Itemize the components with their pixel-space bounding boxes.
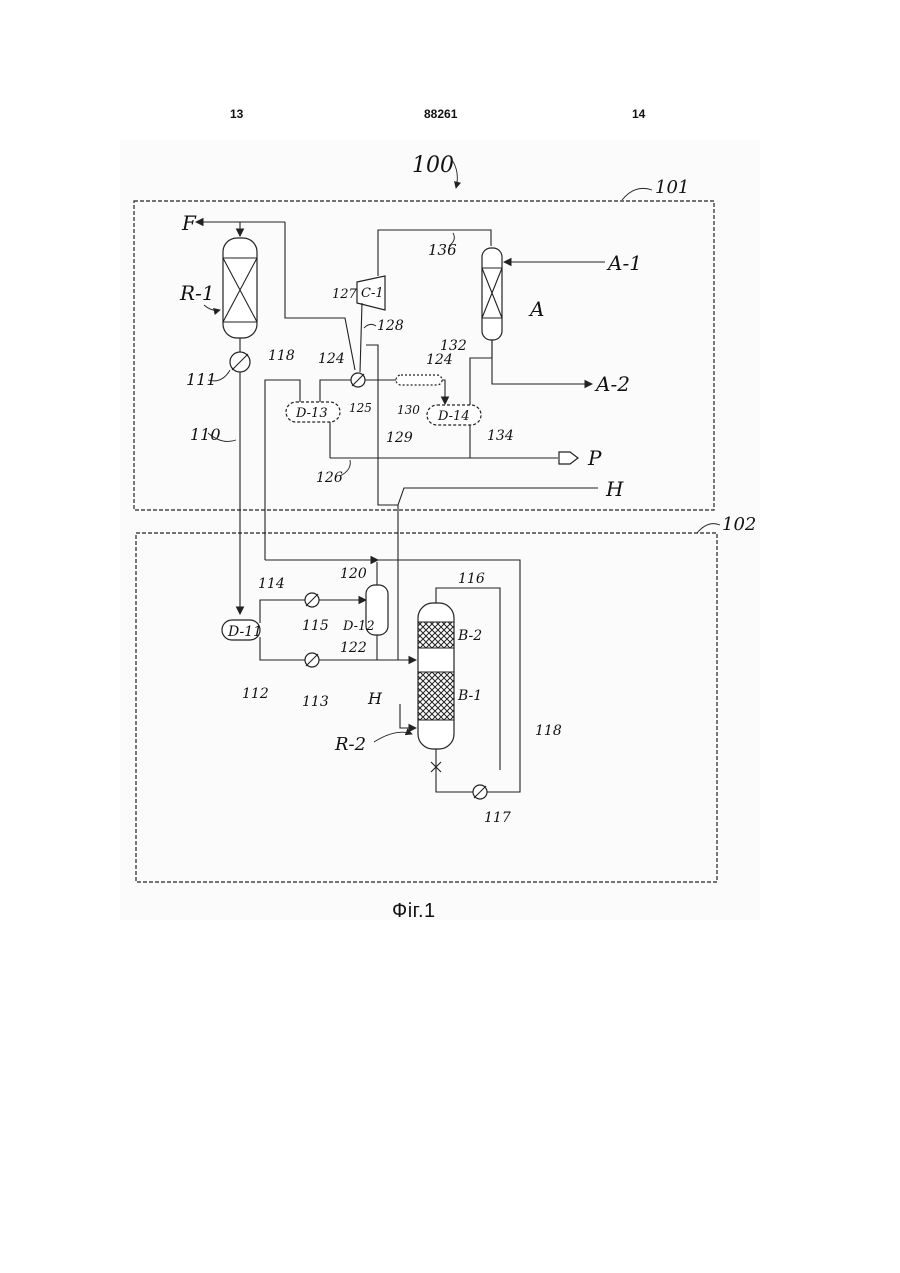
reactor-r1 (223, 238, 257, 338)
b2-label: B-2 (457, 628, 482, 644)
d13-label: D-13 (295, 406, 328, 421)
figure-caption: Фіг.1 (392, 900, 436, 923)
system-label: 100 (412, 153, 454, 178)
ref-127: 127 (332, 287, 358, 302)
ref-126: 126 (316, 470, 343, 486)
r1-label: R-1 (179, 281, 215, 305)
ref-116: 116 (458, 571, 485, 587)
d14-label: D-14 (437, 409, 470, 424)
ref-134: 134 (487, 428, 514, 444)
column-a-label: A (528, 297, 544, 321)
c1-label: C-1 (361, 286, 384, 301)
h-upper-label: H (605, 477, 624, 501)
a1-label: A-1 (606, 251, 642, 275)
a2-label: A-2 (594, 372, 630, 396)
ref-111: 111 (186, 370, 217, 389)
ref-132: 132 (440, 338, 467, 354)
catalyst-bed-b2 (418, 622, 454, 648)
ref-129: 129 (386, 430, 413, 446)
ref-114: 114 (258, 576, 285, 592)
ref-120: 120 (340, 566, 367, 582)
ref-124-right: 124 (426, 352, 453, 368)
ref-128: 128 (377, 318, 404, 334)
ref-110: 110 (190, 425, 221, 444)
d11-label: D-11 (227, 624, 262, 640)
ref-118-upper: 118 (268, 348, 295, 364)
feed-label: F (181, 211, 197, 235)
catalyst-bed-b1 (418, 672, 454, 720)
label-101: 101 (655, 177, 689, 198)
d12-label: D-12 (342, 619, 375, 634)
ref-112: 112 (242, 686, 269, 702)
ref-136: 136 (428, 241, 457, 259)
ref-117: 117 (484, 810, 511, 826)
ref-115: 115 (302, 618, 329, 634)
ref-125: 125 (349, 401, 372, 415)
cooler-130 (396, 375, 442, 385)
ref-124-left: 124 (318, 351, 345, 367)
ref-130: 130 (397, 403, 420, 417)
ref-118-lower: 118 (535, 723, 562, 739)
b1-label: B-1 (457, 688, 482, 704)
label-102: 102 (722, 514, 756, 535)
ref-122: 122 (340, 640, 367, 656)
h-lower-label: H (367, 689, 383, 708)
r2-label: R-2 (334, 734, 366, 755)
product-label: P (587, 446, 602, 470)
ref-113: 113 (302, 694, 329, 710)
